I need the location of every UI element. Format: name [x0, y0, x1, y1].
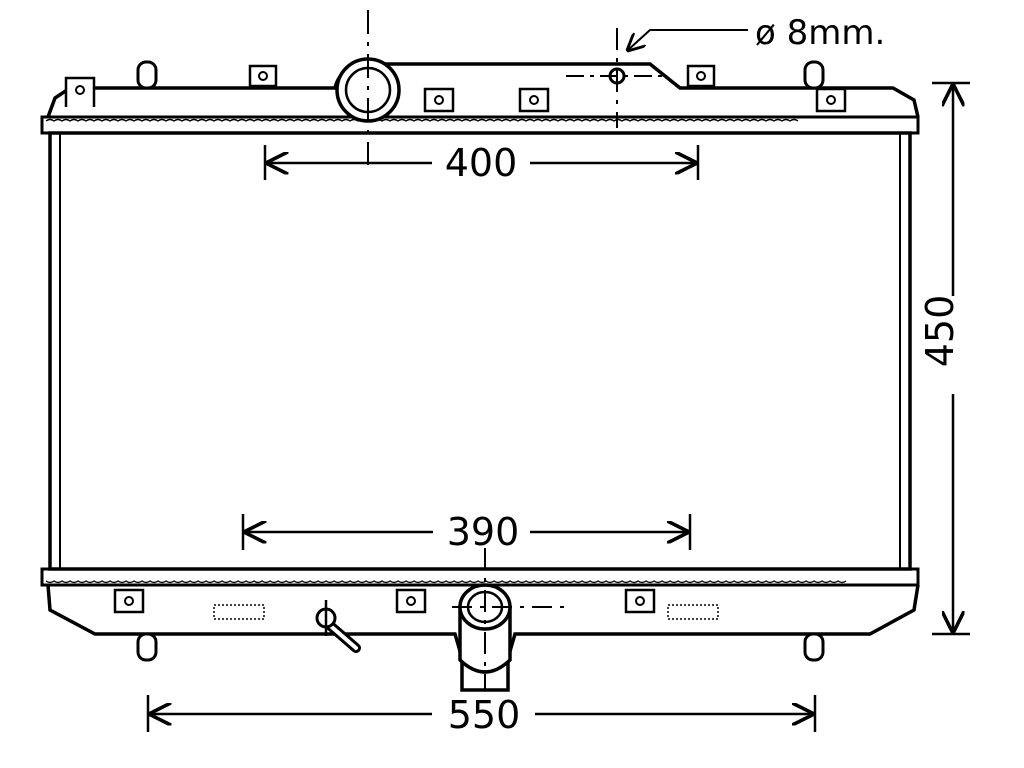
drain-plug: [315, 600, 361, 653]
upper-tank: [40, 62, 920, 135]
upper-header-teeth: [45, 118, 799, 122]
lower-clip-holes: [124, 596, 645, 606]
dim-overall-width-label: 550: [448, 693, 521, 737]
hole-callout-leader: [628, 29, 748, 50]
radiator-core: [48, 131, 912, 571]
upper-clip-holes: [258, 71, 836, 105]
dim-height: [932, 81, 970, 636]
hole-diameter-label: ø 8mm.: [755, 13, 885, 53]
dim-lower-span: [241, 514, 692, 550]
dim-height-label: 450: [918, 295, 962, 368]
upper-clips: [248, 64, 847, 113]
dim-lower-span-label: 390: [447, 510, 520, 554]
lower-header-teeth: [45, 580, 847, 584]
lower-clips: [113, 588, 656, 614]
dim-overall-width: [146, 695, 817, 732]
dim-upper-span-label: 400: [445, 141, 518, 185]
lower-mounting-pins: [136, 632, 825, 662]
upper-mounting-pins: [136, 60, 825, 90]
lower-label-plates: [213, 604, 719, 620]
upper-left-bracket: [64, 76, 96, 107]
dim-upper-span: [263, 145, 700, 180]
